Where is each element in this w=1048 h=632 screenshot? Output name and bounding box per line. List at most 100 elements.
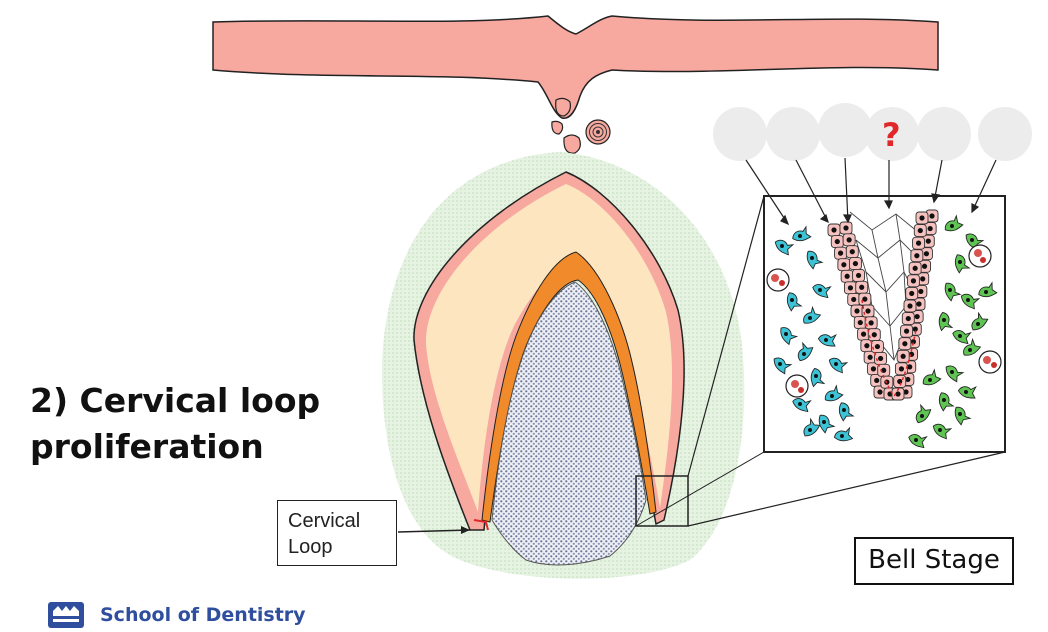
cell-nucleus [784,332,788,336]
mesenchymal-cell [965,233,985,251]
cell-nucleus [905,376,911,383]
cell-nucleus [912,326,918,332]
placeholder-circle [818,103,872,157]
cell-nucleus [917,227,923,234]
cell-nucleus [874,343,881,350]
cell-nucleus [870,366,877,372]
zoom-line-top [687,195,765,477]
mesenchymal-cell [971,311,989,331]
cell-nucleus [867,354,873,360]
cervical-loop-marker [473,519,489,531]
cell-nucleus [798,402,802,406]
cell-nucleus [958,334,962,338]
cell-nucleus [830,394,834,398]
mesenchymal-cell [833,426,854,442]
cell-nucleus [921,263,928,269]
cell-nucleus [966,298,970,302]
cell-nucleus [916,301,922,307]
cell-nucleus [958,260,962,264]
cell-nucleus [914,438,918,442]
cell-nucleus [877,355,884,362]
pointer-arrows [745,157,997,226]
cell-nucleus [810,256,814,260]
cell-nucleus [855,272,862,279]
placeholder-circle [713,107,767,161]
mesenchymal-cell [803,417,821,437]
mesenchymal-cell [960,293,981,310]
cell-nucleus [920,276,926,282]
stellate-reticulum [425,184,673,512]
cell-nucleus [902,341,908,347]
cell-nucleus [950,224,954,228]
cell-nucleus [897,378,903,385]
cell-nucleus [903,328,910,334]
cell-nucleus [857,319,863,326]
cell-nucleus [914,253,920,259]
mesenchymal-cell [786,292,803,312]
cell-nucleus [928,378,932,382]
cell-nucleus [910,278,917,284]
cell-nucleus [925,238,931,244]
mesenchymal-cell [954,254,971,274]
placeholder-circle [917,107,971,161]
mesenchymal-cell [963,337,982,356]
question-mark: ? [882,116,901,154]
cell-nucleus [970,238,974,242]
cell-nucleus [914,313,920,320]
cell-nucleus [778,362,782,366]
mesenchymal-cell [932,423,953,440]
basement-membrane-line [861,299,917,398]
cell-nucleus [808,428,812,432]
footer: School of Dentistry [48,600,306,630]
mesenchymal-cell [922,368,942,386]
cell-nucleus [964,390,968,394]
cell-nucleus [881,367,887,373]
inner-enamel-epithelium [481,251,657,523]
cell-nucleus [798,234,802,238]
cell-nucleus [843,225,849,231]
callout-arrow-line [397,529,471,533]
cell-nucleus [907,364,913,370]
cell-nucleus [903,389,909,395]
cell-nucleus [910,339,917,345]
slide-heading: 2) Cervical loop proliferation [30,378,320,470]
mesenchymal-cell [780,327,799,346]
cell-nucleus [831,227,837,233]
cell-nucleus [851,296,857,303]
cell-nucleus [849,249,855,255]
blood-vessel [766,268,790,292]
mesenchymal-cell [818,414,836,434]
heading-line-2: proliferation [30,427,264,466]
stage-label: Bell Stage [854,537,1014,585]
cell-nucleus [976,322,980,326]
epithelial-pearl [585,119,611,145]
blood-vessel [968,244,992,268]
cell-nucleus [818,288,822,292]
cell-nucleus [898,366,905,372]
cell-nucleus [802,352,806,356]
cell-nucleus [984,290,988,294]
zoom-region [635,475,689,527]
cell-nucleus [919,215,925,221]
cell-nucleus [842,408,846,412]
cell-nucleus [859,284,865,290]
blood-vessel [785,374,809,398]
cell-nucleus [915,240,922,246]
mesenchymal-cells-green [908,214,998,449]
cell-nucleus [907,303,913,309]
cell-nucleus [790,298,794,302]
mesenchymal-cell [938,392,955,412]
mesenchymal-cell [915,403,932,424]
cell-nucleus [865,308,871,314]
placeholder-circle [865,107,919,161]
cell-nucleus [920,414,924,418]
cell-nucleus [808,316,812,320]
cell-nucleus [948,288,952,292]
cell-nucleus [909,290,915,297]
mesenchymal-cell [806,250,824,270]
cell-nucleus [841,262,847,268]
cell-nucleus [874,377,880,384]
cell-nucleus [900,353,906,359]
cell-nucleus [958,412,962,416]
